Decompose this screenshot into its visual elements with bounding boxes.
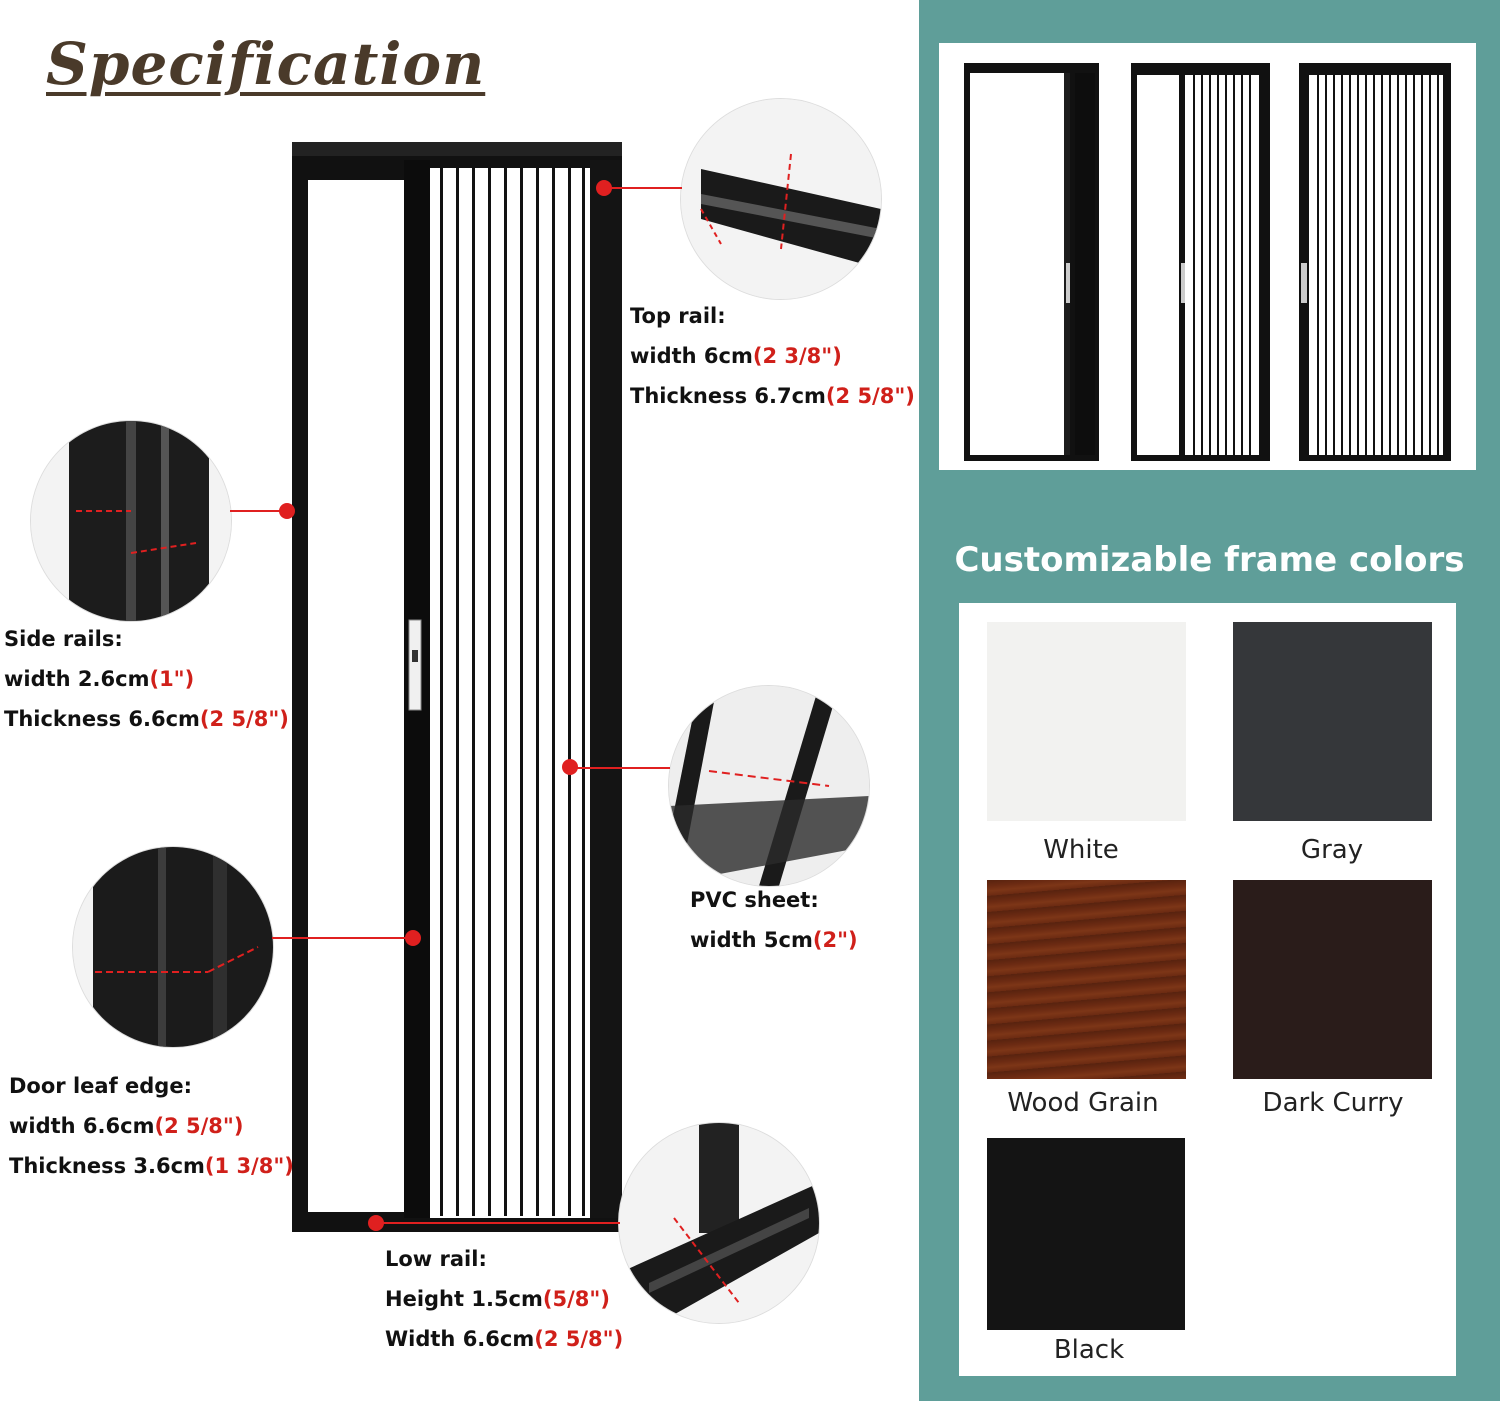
low-rail-height-inch: (5/8") [542,1287,610,1311]
low-rail-callout [618,1122,820,1324]
door-leaf-edge-width: width 6.6cm [9,1114,155,1138]
pvc-sheet-callout [668,685,870,887]
folding-door-illustration [292,142,622,1232]
swatch-white [987,622,1186,821]
top-rail-spec: Top rail: width 6cm(2 3/8") Thickness 6.… [630,296,915,416]
colors-heading: Customizable frame colors [954,540,1465,580]
door-variant-half [1131,63,1270,461]
side-rails-thickness-inch: (2 5/8") [199,707,289,731]
top-rail-thickness-inch: (2 5/8") [825,384,915,408]
swatch-black [987,1138,1185,1330]
low-rail-heading: Low rail: [385,1247,487,1271]
side-rails-width: width 2.6cm [4,667,150,691]
pvc-sheet-width-inch: (2") [812,928,858,952]
pvc-sheet-spec: PVC sheet: width 5cm(2") [690,880,858,960]
door-variant-closed [1299,63,1451,461]
side-rails-spec: Side rails: width 2.6cm(1") Thickness 6.… [4,619,289,739]
door-variants-illustration [964,63,1451,461]
pvc-sheet-width: width 5cm [690,928,813,952]
swatch-wood-grain-label: Wood Grain [1007,1088,1159,1118]
door-variant-open [964,63,1099,461]
side-rails-pointer-line [230,510,288,512]
door-variants-box [939,43,1476,470]
door-leaf-edge-thickness-inch: (1 3/8") [204,1154,294,1178]
low-rail-pointer-line [376,1222,620,1224]
low-rail-height: Height 1.5cm [385,1287,543,1311]
door-leaf-edge-callout [72,846,274,1048]
side-rails-callout [30,420,232,622]
page-title: Specification [46,30,486,98]
top-rail-marker [596,180,612,196]
top-rail-width-inch: (2 3/8") [752,344,842,368]
top-rail-thickness: Thickness 6.7cm [630,384,826,408]
side-rails-heading: Side rails: [4,627,123,651]
side-rails-thickness: Thickness 6.6cm [4,707,200,731]
swatch-black-label: Black [1053,1335,1125,1365]
swatch-wood-grain [987,880,1186,1079]
door-leaf-edge-pointer-line [272,937,414,939]
pvc-sheet-heading: PVC sheet: [690,888,819,912]
door-leaf-edge-width-inch: (2 5/8") [154,1114,244,1138]
pvc-slats [440,168,585,1216]
swatch-gray-label: Gray [1300,835,1364,865]
door-leaf-edge-thickness: Thickness 3.6cm [9,1154,205,1178]
top-rail-width: width 6cm [630,344,753,368]
swatch-white-label: White [1043,835,1119,865]
top-rail-pointer-line [604,187,682,189]
door-leaf-edge-heading: Door leaf edge: [9,1074,192,1098]
side-rails-width-inch: (1") [149,667,195,691]
door-leaf-edge-marker [405,930,421,946]
color-swatches-box: White Gray Wood Grain Dark Curry Black [959,603,1456,1376]
low-rail-spec: Low rail: Height 1.5cm(5/8") Width 6.6cm… [385,1239,623,1359]
top-rail-callout [680,98,882,300]
pvc-sheet-marker [562,759,578,775]
side-rails-marker [279,503,295,519]
swatch-dark-curry [1233,880,1432,1079]
swatch-gray [1233,622,1432,821]
swatch-dark-curry-label: Dark Curry [1262,1088,1404,1118]
top-rail-heading: Top rail: [630,304,726,328]
pvc-sheet-pointer-line [570,767,670,769]
low-rail-marker [368,1215,384,1231]
door-leaf-edge-spec: Door leaf edge: width 6.6cm(2 5/8") Thic… [9,1066,294,1186]
low-rail-width: Width 6.6cm [385,1327,535,1351]
low-rail-width-inch: (2 5/8") [534,1327,624,1351]
